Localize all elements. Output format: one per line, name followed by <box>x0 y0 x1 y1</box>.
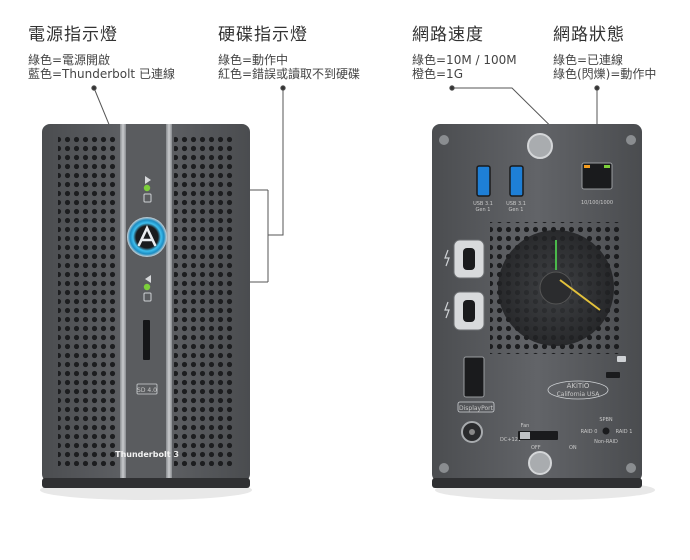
usb-label-2: USB 3.1 <box>506 201 526 207</box>
power-led-legend: 電源指示燈 綠色=電源開啟 藍色=Thunderbolt 已連線 <box>28 20 175 81</box>
power-led-title: 電源指示燈 <box>28 25 118 45</box>
network-speed-legend: 網路速度 綠色=10M / 100M 橙色=1G <box>412 20 517 81</box>
disk-led-title: 硬碟指示燈 <box>218 25 308 45</box>
usb-label-2b: Gen 1 <box>509 207 524 213</box>
reverse-arrow-icon <box>145 275 151 283</box>
lock-icon <box>143 193 152 203</box>
play-arrow-icon <box>145 176 151 184</box>
nonraid-label: Non-RAID <box>594 439 618 445</box>
on-label: ON <box>569 445 577 451</box>
disk-led-legend: 硬碟指示燈 綠色=動作中 紅色=錯誤或讀取不到硬碟 <box>218 20 360 81</box>
kensington-slot[interactable] <box>606 372 620 378</box>
network-status-led <box>604 165 610 168</box>
power-led-line-1: 綠色=電源開啟 <box>28 53 111 67</box>
thumb-screw-top[interactable] <box>527 133 553 159</box>
ethernet-label: 10/100/1000 <box>581 200 613 206</box>
thunderbolt-icon-2 <box>444 301 450 319</box>
power-button[interactable] <box>127 217 167 257</box>
network-status-title: 網路狀態 <box>553 25 625 45</box>
dc-label: DC+12V <box>500 437 522 443</box>
sd-badge <box>136 383 158 395</box>
displayport-port[interactable] <box>463 356 485 398</box>
sd-card-slot[interactable] <box>143 320 150 360</box>
usb-label-1b: Gen 1 <box>476 207 491 213</box>
network-status-legend: 網路狀態 綠色=已連線 綠色(閃爍)=動作中 <box>553 20 656 81</box>
front-right-vent <box>174 136 234 466</box>
power-led-line-2: 藍色=Thunderbolt 已連線 <box>28 67 175 81</box>
spbn-label: SPBN <box>599 417 613 423</box>
raid-switch[interactable] <box>602 427 610 435</box>
thumb-screw-bottom[interactable] <box>528 451 552 475</box>
thunderbolt-icon-1 <box>444 249 450 267</box>
usb-port-1[interactable] <box>476 165 491 197</box>
network-speed-line-1: 綠色=10M / 100M <box>412 53 517 67</box>
network-status-line-1: 綠色=已連線 <box>553 53 624 67</box>
leader-lines <box>91 85 600 283</box>
rear-enclosure: USB 3.1 Gen 1 USB 3.1 Gen 1 10/100/1000 … <box>432 124 655 500</box>
network-speed-led <box>584 165 590 168</box>
usb-label-1: USB 3.1 <box>473 201 493 207</box>
power-led <box>143 184 151 192</box>
kensington-lock-icon <box>617 356 626 362</box>
front-left-vent <box>58 136 118 466</box>
network-speed-line-2: 橙色=1G <box>412 67 463 81</box>
sd-label: SD 4.0 <box>137 387 157 394</box>
raid0-label: RAID 0 <box>581 429 598 435</box>
ethernet-port[interactable] <box>581 162 613 190</box>
displayport-label: DisplayPort <box>459 405 494 412</box>
trash-icon <box>143 292 152 302</box>
brand-line-2: California USA <box>557 391 601 398</box>
disk-led-line-2: 紅色=錯誤或讀取不到硬碟 <box>218 67 361 81</box>
akitio-logo-icon <box>137 224 157 247</box>
off-label: OFF <box>531 445 541 451</box>
thunderbolt-model-label: Thunderbolt 3 <box>115 450 179 459</box>
brand-line-1: AKiTiO <box>567 382 590 390</box>
usb-port-2[interactable] <box>509 165 524 197</box>
raid1-label: RAID 1 <box>616 429 633 435</box>
network-status-line-2: 綠色(閃爍)=動作中 <box>553 67 657 81</box>
fan-label: Fan <box>521 423 530 429</box>
disk-led-line-1: 綠色=動作中 <box>218 53 289 67</box>
fan-wire <box>559 279 601 311</box>
disk-led <box>143 283 151 291</box>
network-speed-title: 網路速度 <box>412 25 484 45</box>
front-enclosure: SD 4.0 Thunderbolt 3 <box>40 124 252 500</box>
